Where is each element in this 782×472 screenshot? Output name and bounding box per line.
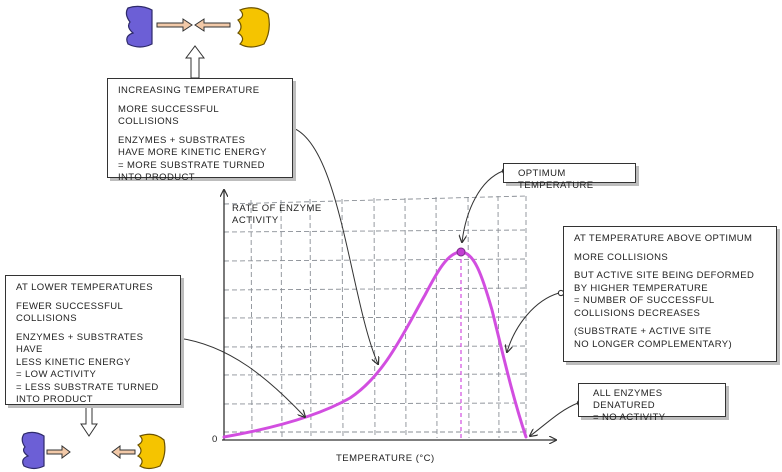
connector-lower bbox=[177, 337, 305, 417]
note-above-optimum: AT TEMPERATURE ABOVE OPTIMUM MORE COLLIS… bbox=[563, 226, 777, 362]
note-line: FEWER SUCCESSFUL COLLISIONS bbox=[16, 300, 124, 325]
enzyme-icon bbox=[125, 5, 153, 48]
substrate-icon bbox=[136, 433, 166, 470]
arrow-left-icon bbox=[194, 18, 231, 32]
enzyme-icon bbox=[21, 431, 45, 470]
activity-curve bbox=[222, 250, 528, 439]
note-line: MORE SUCCESSFUL COLLISIONS bbox=[118, 103, 219, 128]
arrow-down-icon bbox=[80, 403, 98, 437]
arrow-left-icon bbox=[111, 445, 136, 459]
note-line: ENZYMES + SUBSTRATES HAVE MORE KINETIC E… bbox=[118, 134, 267, 184]
connector-increasing bbox=[289, 126, 378, 364]
substrate-icon bbox=[237, 7, 270, 48]
arrow-right-icon bbox=[156, 18, 193, 32]
note-title: AT TEMPERATURE ABOVE OPTIMUM bbox=[574, 233, 753, 244]
tag-optimum-temperature: OPTIMUM TEMPERATURE bbox=[503, 163, 636, 191]
note-lower-temperatures: AT LOWER TEMPERATURES FEWER SUCCESSFUL C… bbox=[5, 275, 181, 405]
note-title: INCREASING TEMPERATURE bbox=[118, 85, 260, 96]
tag-all-enzymes-denatured: ALL ENZYMES DENATURED = NO ACTIVITY bbox=[578, 383, 726, 423]
x-axis-label: TEMPERATURE (°C) bbox=[336, 453, 435, 464]
note-line: (SUBSTRATE + ACTIVE SITE NO LONGER COMPL… bbox=[574, 326, 733, 350]
origin-label: 0 bbox=[212, 434, 218, 445]
arrow-up-icon bbox=[185, 45, 205, 79]
optimum-point bbox=[456, 247, 466, 257]
connector-denatured bbox=[530, 402, 579, 436]
connector-optimum bbox=[462, 170, 504, 242]
note-line: ENZYMES + SUBSTRATES HAVE LESS KINETIC E… bbox=[16, 331, 159, 406]
graph-grid bbox=[223, 195, 527, 439]
y-axis-label: RATE OF ENZYME ACTIVITY bbox=[232, 203, 322, 226]
note-line: BUT ACTIVE SITE BEING DEFORMED BY HIGHER… bbox=[574, 270, 755, 319]
note-increasing-temperature: INCREASING TEMPERATURE MORE SUCCESSFUL C… bbox=[107, 78, 293, 183]
arrow-right-icon bbox=[46, 445, 71, 459]
note-title: AT LOWER TEMPERATURES bbox=[16, 282, 154, 293]
note-line: MORE COLLISIONS bbox=[574, 251, 669, 263]
connector-above bbox=[507, 292, 560, 352]
